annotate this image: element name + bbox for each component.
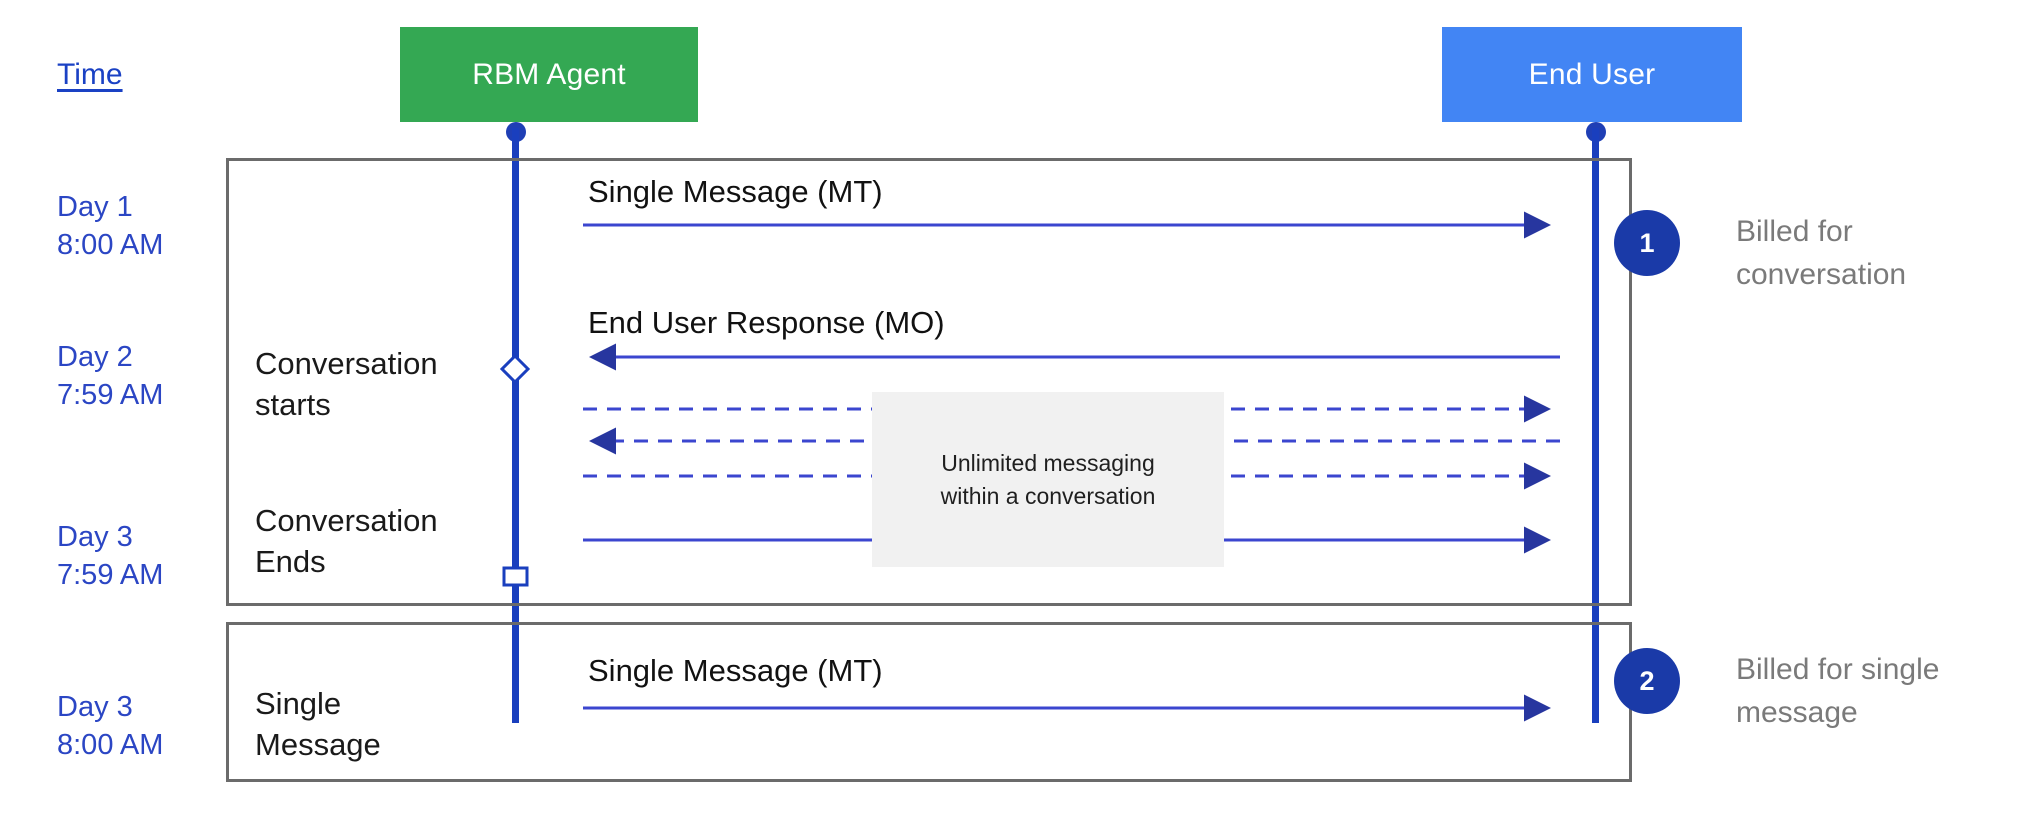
message-label-mo-1: End User Response (MO) [588, 305, 945, 340]
actor-label-end-user: End User [1528, 57, 1656, 91]
note-text: Unlimited messaging within a conversatio… [940, 449, 1156, 509]
billed-text-2: Billed for single message [1736, 653, 1940, 729]
conversation-end-square-icon [502, 566, 529, 587]
time-header-label: Time [57, 58, 123, 91]
stage-label-conversation-starts: Conversation starts [255, 346, 438, 422]
conversation-frame [226, 158, 1632, 606]
stage-label-single-message: Single Message [255, 686, 381, 762]
actor-label-rbm-agent: RBM Agent [472, 57, 626, 91]
conversation-start-diamond-icon [499, 353, 531, 385]
actor-box-rbm-agent[interactable]: RBM Agent [400, 27, 698, 122]
stage-label-conversation-ends: Conversation Ends [255, 503, 438, 579]
badge-2: 2 [1614, 648, 1680, 714]
lifeline-end-user [1592, 128, 1599, 723]
badge-1-label: 1 [1639, 227, 1655, 258]
lifeline-rbm-agent [512, 128, 519, 723]
note-unlimited-messaging: Unlimited messaging within a conversatio… [872, 392, 1224, 567]
badge-2-label: 2 [1639, 665, 1655, 696]
actor-box-end-user[interactable]: End User [1442, 27, 1742, 122]
message-label-mt-1: Single Message (MT) [588, 174, 883, 209]
badge-1: 1 [1614, 210, 1680, 276]
message-label-mt-2: Single Message (MT) [588, 653, 883, 688]
billed-text-1: Billed for conversation [1736, 215, 1907, 291]
